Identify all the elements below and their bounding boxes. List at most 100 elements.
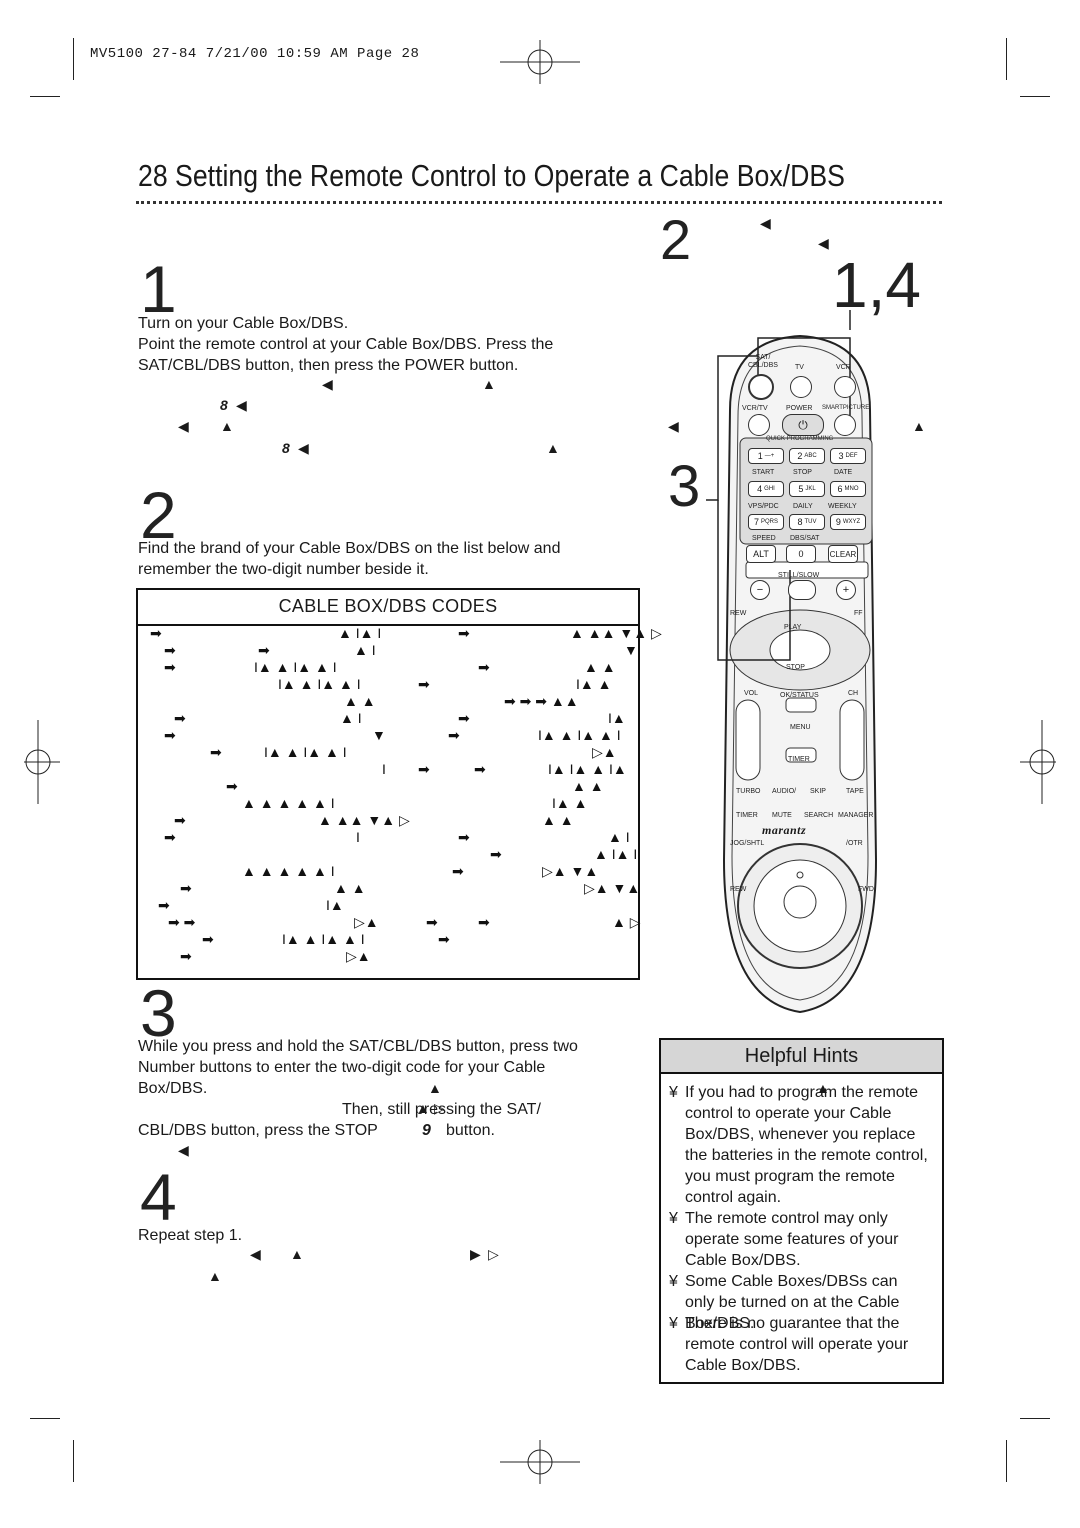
hint-text: Some Cable Boxes/DBSs can only be turned… <box>685 1273 900 1332</box>
right-outline-glyph: ▷ <box>488 1246 499 1262</box>
callout-step-3: 3 <box>668 454 701 519</box>
svg-text:➡: ➡ <box>418 761 430 777</box>
svg-text:➡: ➡ <box>474 761 486 777</box>
key-digit: 2 <box>797 451 803 461</box>
svg-text:➡: ➡ <box>164 659 176 675</box>
label-stop: STOP <box>786 664 805 671</box>
step-3-text-3: CBL/DBS button, press the STOP <box>138 1122 378 1139</box>
label-ok-status: OK/STATUS <box>780 692 819 699</box>
svg-text:▲ I: ▲ I <box>340 710 362 726</box>
step-4-number: 4 <box>140 1160 177 1234</box>
svg-text:➡: ➡ <box>418 676 430 692</box>
step-2-number: 2 <box>140 478 177 552</box>
left-triangle-glyph: ◀ <box>298 440 309 456</box>
svg-text:▲ ▲ ▲ ▲ ▲ I: ▲ ▲ ▲ ▲ ▲ I <box>242 863 335 879</box>
key-letters: WXYZ <box>842 519 861 525</box>
label-rew-2: REW <box>730 886 747 893</box>
left-triangle-glyph: ◀ <box>250 1246 261 1262</box>
svg-text:➡: ➡ <box>164 727 176 743</box>
function-button-row[interactable] <box>738 797 868 809</box>
rewind-button[interactable] <box>740 638 770 660</box>
play-button[interactable] <box>780 620 820 634</box>
clear-button[interactable]: CLEAR <box>828 545 858 563</box>
number-key-1[interactable]: 1—+ <box>748 448 784 464</box>
label-vcr-tv: VCR/TV <box>742 405 768 412</box>
svg-text:▷▲: ▷▲ <box>354 914 379 930</box>
vcr-tv-button[interactable] <box>748 414 770 436</box>
label-menu: MENU <box>790 724 811 731</box>
still-slow-button[interactable] <box>788 580 816 600</box>
channel-rocker[interactable] <box>840 700 864 780</box>
svg-text:➡: ➡ <box>164 642 176 658</box>
svg-text:➡: ➡ <box>478 659 490 675</box>
skip-forward-button[interactable]: + <box>836 580 856 600</box>
smartpicture-button[interactable] <box>834 414 856 436</box>
jog-shuttle-dial[interactable] <box>754 860 846 952</box>
svg-text:▲ I: ▲ I <box>354 642 376 658</box>
key-letters: GHI <box>764 486 775 492</box>
left-triangle-glyph: ◀ <box>818 235 829 251</box>
svg-text:➡: ➡ <box>180 880 192 896</box>
alt-button[interactable]: ALT <box>746 545 776 563</box>
svg-text:➡: ➡ <box>458 625 470 641</box>
stop-button[interactable] <box>782 660 822 674</box>
svg-text:▷▲ ▼▲: ▷▲ ▼▲ <box>584 880 640 896</box>
left-triangle-glyph: ◀ <box>668 418 679 434</box>
svg-text:I▲ ▲ I▲ ▲ I: I▲ ▲ I▲ ▲ I <box>538 727 621 743</box>
hint-bullet: ¥ <box>669 1084 678 1101</box>
crop-mark <box>1020 1418 1050 1419</box>
number-key-0[interactable]: 0 <box>786 545 816 563</box>
sat-cbl-dbs-button[interactable] <box>748 374 774 400</box>
up-triangle-glyph: ▲ <box>912 418 926 434</box>
svg-text:➡: ➡ <box>164 829 176 845</box>
tv-button[interactable] <box>790 376 812 398</box>
helpful-hints-title: Helpful Hints <box>661 1040 942 1074</box>
hint-item: ¥Some Cable Boxes/DBSs can only be turne… <box>669 1271 931 1334</box>
label-timer-2: TIMER <box>736 812 758 819</box>
label-start: START <box>752 469 775 476</box>
brand-logo: marantz <box>762 823 807 837</box>
up-triangle-glyph: ▲ <box>428 1080 442 1096</box>
codes-table-title: CABLE BOX/DBS CODES <box>278 596 498 616</box>
left-triangle-glyph: ◀ <box>178 1142 189 1158</box>
step-3-text-4: button. <box>446 1122 495 1139</box>
hint-text: The remote control may only operate some… <box>685 1210 899 1269</box>
volume-rocker[interactable] <box>736 700 760 780</box>
key-digit: 5 <box>798 484 804 494</box>
fast-forward-button[interactable] <box>830 638 860 660</box>
vcr-button[interactable] <box>834 376 856 398</box>
svg-text:▲ I: ▲ I <box>608 829 630 845</box>
svg-text:➡: ➡ <box>226 778 238 794</box>
eight-glyph: 8 <box>282 440 290 456</box>
helpful-hints-box: Helpful Hints ¥ If you had to program the… <box>659 1038 944 1384</box>
ok-status-button[interactable] <box>786 698 816 712</box>
crop-mark <box>30 1418 60 1419</box>
label-ch: CH <box>848 690 859 697</box>
svg-text:▷▲: ▷▲ <box>592 744 617 760</box>
label-stop-timer: STOP <box>793 469 812 476</box>
svg-text:I▲: I▲ <box>608 710 626 726</box>
svg-text:➡: ➡ <box>458 829 470 845</box>
svg-text:▲ I▲ I: ▲ I▲ I <box>594 846 637 862</box>
skip-back-button[interactable]: − <box>750 580 770 600</box>
label-timer: TIMER <box>788 756 810 763</box>
hint-item: ¥The remote control may only operate som… <box>669 1208 931 1271</box>
label-speed: SPEED <box>752 535 776 542</box>
up-triangle-glyph: ▲ <box>220 418 234 434</box>
power-button[interactable]: ⏻ <box>782 414 824 436</box>
key-digit: 7 <box>753 517 759 527</box>
hint-text: If you had to program the remote control… <box>685 1084 928 1206</box>
title-divider <box>136 201 942 204</box>
key-digit: 6 <box>837 484 843 494</box>
svg-text:▼: ▼ <box>372 727 386 743</box>
label-search: SEARCH <box>804 812 834 819</box>
svg-text:I▲ ▲: I▲ ▲ <box>576 676 612 692</box>
